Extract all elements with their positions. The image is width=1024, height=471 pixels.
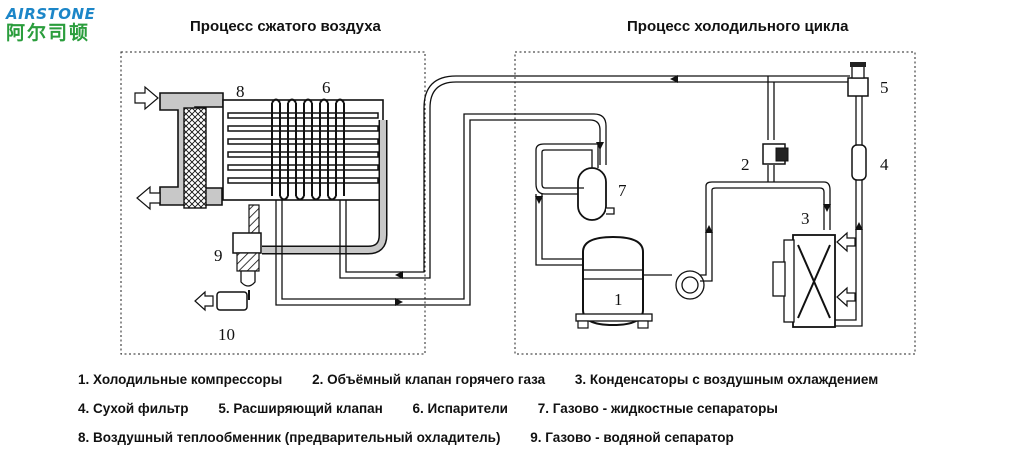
compressed-air-frame [120,51,426,355]
refrigeration-compressor [582,235,644,327]
logo-brand-text: AIRSTONE [6,5,96,23]
expansion-valve [847,77,869,97]
cooling-air-arrow-icon [836,231,856,308]
legend-item-9: 9. Газово - водяной сепаратор [530,430,734,445]
airstone-logo: AIRSTONE 阿尔司顿 [6,6,116,48]
outlet-arrow-icon [136,185,161,211]
label-4: 4 [880,155,889,174]
label-7: 7 [618,181,627,200]
legend-row-3: 8. Воздушный теплообменник (предваритель… [78,430,760,445]
legend-item-3: 3. Конденсаторы с воздушным охлаждением [574,372,879,387]
refrigerant-lines-left [275,75,768,306]
refrigeration-frame [514,51,916,355]
label-2: 2 [741,155,750,174]
legend-item-6: 6. Испарители [412,401,508,416]
legend-row-2: 4. Сухой фильтр 5. Расширяющий клапан 6.… [78,401,804,416]
label-3: 3 [801,209,810,228]
label-6: 6 [322,78,331,97]
label-1: 1 [614,290,623,309]
dry-filter [851,144,867,181]
refrigeration-cycle-title: Процесс холодильного цикла [627,18,849,35]
evaporator-coils [271,98,345,201]
gas-liquid-separator [577,167,607,221]
label-8: 8 [236,82,245,101]
legend-item-1: 1. Холодильные компрессоры [78,372,283,387]
legend-item-2: 2. Объёмный клапан горячего газа [312,372,546,387]
inlet-arrow-icon [134,85,159,111]
legend-item-5: 5. Расширяющий клапан [218,401,383,416]
flow-arrow-icon [395,75,678,306]
label-5: 5 [880,78,889,97]
label-9: 9 [214,246,223,265]
heat-exchanger-core [183,107,207,209]
compressed-air-process-title: Процесс сжатого воздуха [190,18,381,35]
drain-arrow-icon [194,290,214,312]
legend-item-8: 8. Воздушный теплообменник (предваритель… [78,430,501,445]
label-10: 10 [218,325,235,344]
water-separator [232,232,262,254]
drain-valve [216,291,248,311]
legend-item-7: 7. Газово - жидкостные сепараторы [537,401,778,416]
legend-row-1: 1. Холодильные компрессоры 2. Объёмный к… [78,372,904,387]
discharge-line [643,181,831,300]
logo-chinese-text: 阿尔司顿 [6,22,91,44]
legend-item-4: 4. Сухой фильтр [78,401,189,416]
